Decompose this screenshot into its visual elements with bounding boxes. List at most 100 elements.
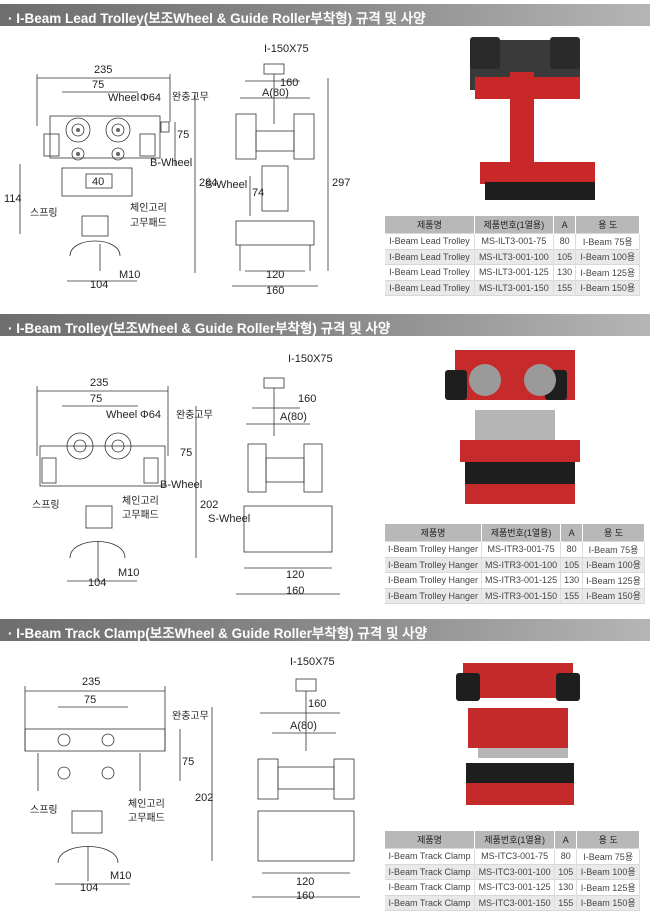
label-bwheel: B-Wheel: [160, 479, 202, 491]
header-a: A: [560, 524, 584, 542]
dim-160-top: 160: [280, 77, 298, 89]
dim-114: 114: [4, 193, 22, 205]
section-header-bar: · I-Beam Track Clamp(보조Wheel & Guide Rol…: [0, 619, 650, 641]
label-wheel: Wheel: [106, 409, 137, 421]
dim-235: 235: [90, 377, 108, 389]
label-rubber: 완충고무: [172, 91, 209, 103]
label-m10: M10: [119, 269, 140, 281]
header-code: 제품번호(1열용): [474, 831, 556, 849]
label-phi: Φ64: [140, 92, 161, 104]
section-header-bar: · I-Beam Lead Trolley(보조Wheel & Guide Ro…: [0, 4, 650, 26]
label-swheel: S-Wheel: [205, 179, 247, 191]
label-beam: I-150X75: [290, 656, 335, 668]
spec-table: 제품명 제품번호(1열용) A 용 도 I-Beam Trolley Hange…: [385, 524, 645, 604]
dim-104: 104: [80, 882, 98, 894]
header-use: 용 도: [575, 216, 640, 234]
header-name: 제품명: [385, 831, 476, 849]
dim-160: 160: [286, 585, 304, 597]
dim-a80: A(80): [290, 720, 317, 732]
section-header-bar: · I-Beam Trolley(보조Wheel & Guide Roller부…: [0, 314, 650, 336]
header-code: 제품번호(1열용): [481, 524, 562, 542]
dim-75: 75: [92, 79, 104, 91]
product-photo: [445, 350, 580, 504]
dim-297: 297: [332, 177, 350, 189]
section-lead-trolley: · I-Beam Lead Trolley(보조Wheel & Guide Ro…: [0, 0, 650, 305]
label-m10: M10: [110, 870, 131, 882]
dim-h75: 75: [182, 756, 194, 768]
product-photo: [456, 663, 580, 805]
dim-202: 202: [200, 499, 218, 511]
dim-160: 160: [266, 285, 284, 297]
label-chain: 체인고리: [122, 495, 159, 507]
dim-a80: A(80): [262, 87, 289, 99]
label-wheel: Wheel: [108, 92, 139, 104]
dim-235: 235: [82, 676, 100, 688]
label-chain: 체인고리: [130, 202, 167, 214]
technical-drawing: 235 75 완충고무 75 스프링 체인고리 고무패드 M10 104 202…: [24, 656, 360, 902]
dim-75: 75: [90, 393, 102, 405]
dim-284: 284: [199, 177, 217, 189]
product-photo: [470, 37, 595, 200]
dim-202: 202: [195, 792, 213, 804]
label-rubber: 완충고무: [176, 409, 213, 421]
spec-table-header: 제품명 제품번호(1열용) A 용 도: [385, 216, 640, 234]
section-title: · I-Beam Trolley(보조Wheel & Guide Roller부…: [8, 321, 391, 336]
dim-40: 40: [92, 176, 104, 188]
header-a: A: [554, 831, 578, 849]
header-name: 제품명: [385, 524, 483, 542]
header-a: A: [553, 216, 577, 234]
section-trolley: · I-Beam Trolley(보조Wheel & Guide Roller부…: [0, 310, 650, 610]
section-title: · I-Beam Lead Trolley(보조Wheel & Guide Ro…: [8, 11, 426, 26]
dim-h75: 75: [180, 447, 192, 459]
dim-104: 104: [88, 577, 106, 589]
label-pad: 고무패드: [128, 812, 165, 824]
label-pad: 고무패드: [130, 217, 167, 229]
label-phi: Φ64: [140, 409, 161, 421]
label-swheel: S-Wheel: [208, 513, 250, 525]
dim-160-top: 160: [308, 698, 326, 710]
label-spring: 스프링: [32, 499, 60, 511]
spec-table-header: 제품명 제품번호(1열용) A 용 도: [385, 831, 640, 849]
dim-120: 120: [296, 876, 314, 888]
technical-drawing: 235 75 Wheel Φ64 완충고무 75 B-Wheel 40 114 …: [4, 43, 350, 297]
dim-120: 120: [286, 569, 304, 581]
dim-160-top: 160: [298, 393, 316, 405]
spec-table-header: 제품명 제품번호(1열용) A 용 도: [385, 524, 645, 542]
header-use: 용 도: [576, 831, 640, 849]
label-rubber: 완충고무: [172, 710, 209, 722]
dim-104: 104: [90, 279, 108, 291]
dim-120: 120: [266, 269, 284, 281]
label-spring: 스프링: [30, 207, 58, 219]
technical-drawing: 235 75 Wheel Φ64 완충고무 75 B-Wheel 스프링 체인고…: [32, 353, 340, 597]
label-spring: 스프링: [30, 804, 58, 816]
section-title: · I-Beam Track Clamp(보조Wheel & Guide Rol…: [8, 626, 428, 641]
label-chain: 체인고리: [128, 798, 165, 810]
header-name: 제품명: [385, 216, 475, 234]
dim-74: 74: [252, 187, 264, 199]
label-m10: M10: [118, 567, 139, 579]
header-code: 제품번호(1열용): [474, 216, 554, 234]
dim-a80: A(80): [280, 411, 307, 423]
label-beam: I-150X75: [288, 353, 333, 365]
dim-h75: 75: [177, 129, 189, 141]
label-pad: 고무패드: [122, 509, 159, 521]
dim-160: 160: [296, 890, 314, 902]
dim-75: 75: [84, 694, 96, 706]
header-use: 용 도: [582, 524, 645, 542]
label-bwheel: B-Wheel: [150, 157, 192, 169]
section-track-clamp: · I-Beam Track Clamp(보조Wheel & Guide Rol…: [0, 615, 650, 917]
